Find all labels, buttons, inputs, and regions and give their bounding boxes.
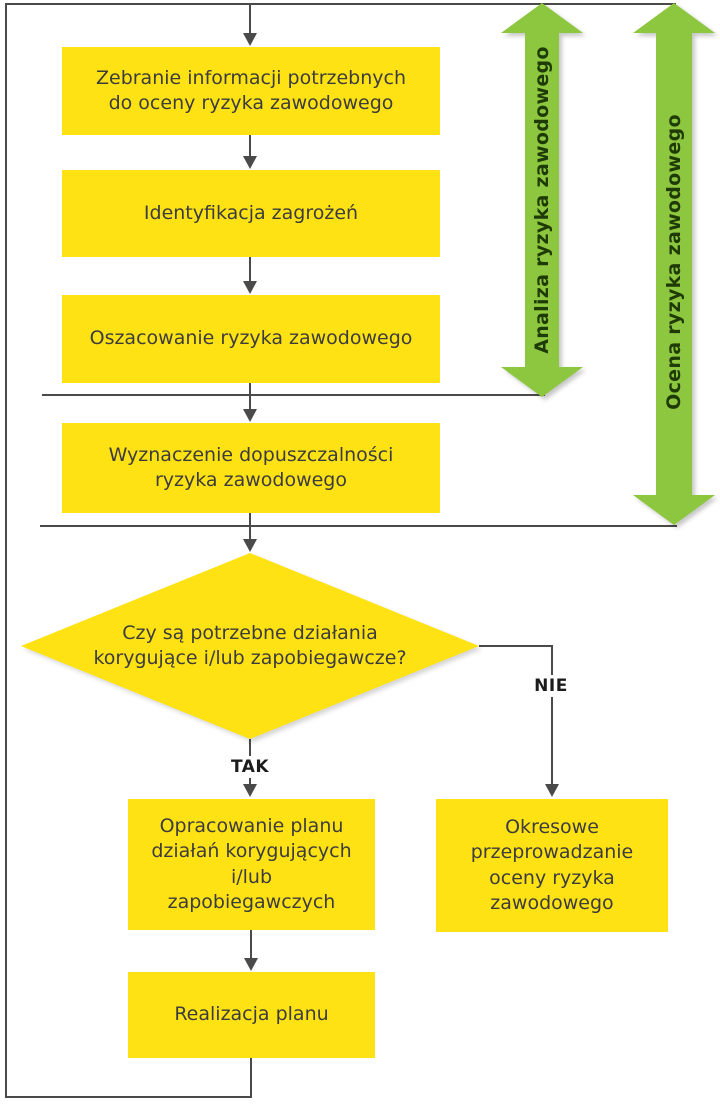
- edge-label-tak: TAK: [226, 756, 274, 778]
- decision-diamond-shape: [21, 553, 479, 739]
- arrowhead-into-collect: [243, 33, 257, 46]
- assessment-span-arrow: [633, 3, 715, 525]
- analysis-span-arrow-shape: [501, 3, 583, 397]
- node-collect-info: Zebranie informacji potrzebnych do oceny…: [62, 47, 440, 135]
- node-determine-acceptability-label: Wyznaczenie dopuszczalności ryzyka zawod…: [108, 443, 394, 491]
- node-decision: Czy są potrzebne działania korygujące i/…: [60, 619, 440, 673]
- node-estimate-risk: Oszacowanie ryzyka zawodowego: [62, 295, 440, 383]
- decision-diamond: [21, 553, 479, 739]
- analysis-span-arrow: [501, 3, 583, 397]
- node-identify-hazards: Identyfikacja zagrożeń: [62, 170, 440, 257]
- assessment-span-arrow-shape: [633, 3, 715, 525]
- arrowhead-into-identify: [243, 156, 257, 169]
- arrowhead-into-decision: [243, 539, 257, 552]
- node-collect-info-label: Zebranie informacji potrzebnych do oceny…: [95, 66, 407, 114]
- assessment-span-arrow-label: Ocena ryzyka zawodowego: [663, 114, 685, 410]
- node-periodic-assessment-label: Okresowe przeprowadzanie oceny ryzyka za…: [470, 816, 634, 914]
- node-determine-acceptability: Wyznaczenie dopuszczalności ryzyka zawod…: [62, 423, 440, 513]
- analysis-span-arrow-label: Analiza ryzyka zawodowego: [531, 46, 553, 354]
- arrowhead-into-plan: [243, 784, 257, 797]
- node-execute-plan: Realizacja planu: [128, 972, 375, 1058]
- node-decision-label: Czy są potrzebne działania korygujące i/…: [93, 621, 407, 669]
- node-execute-plan-label: Realizacja planu: [174, 1003, 329, 1026]
- line-decision-nie: [479, 645, 553, 794]
- arrowhead-into-execute: [244, 958, 258, 971]
- node-identify-hazards-label: Identyfikacja zagrożeń: [143, 201, 359, 224]
- feedback-loop-line: [5, 3, 676, 1098]
- node-action-plan: Opracowanie planu działań korygujących i…: [128, 799, 375, 930]
- node-action-plan-label: Opracowanie planu działań korygujących i…: [151, 815, 352, 913]
- arrowhead-into-acceptability: [243, 409, 257, 422]
- edge-label-nie: NIE: [530, 675, 572, 697]
- node-periodic-assessment: Okresowe przeprowadzanie oceny ryzyka za…: [436, 799, 668, 932]
- arrowhead-into-estimate: [243, 281, 257, 294]
- arrowhead-into-periodic: [545, 784, 559, 797]
- node-estimate-risk-label: Oszacowanie ryzyka zawodowego: [89, 327, 413, 350]
